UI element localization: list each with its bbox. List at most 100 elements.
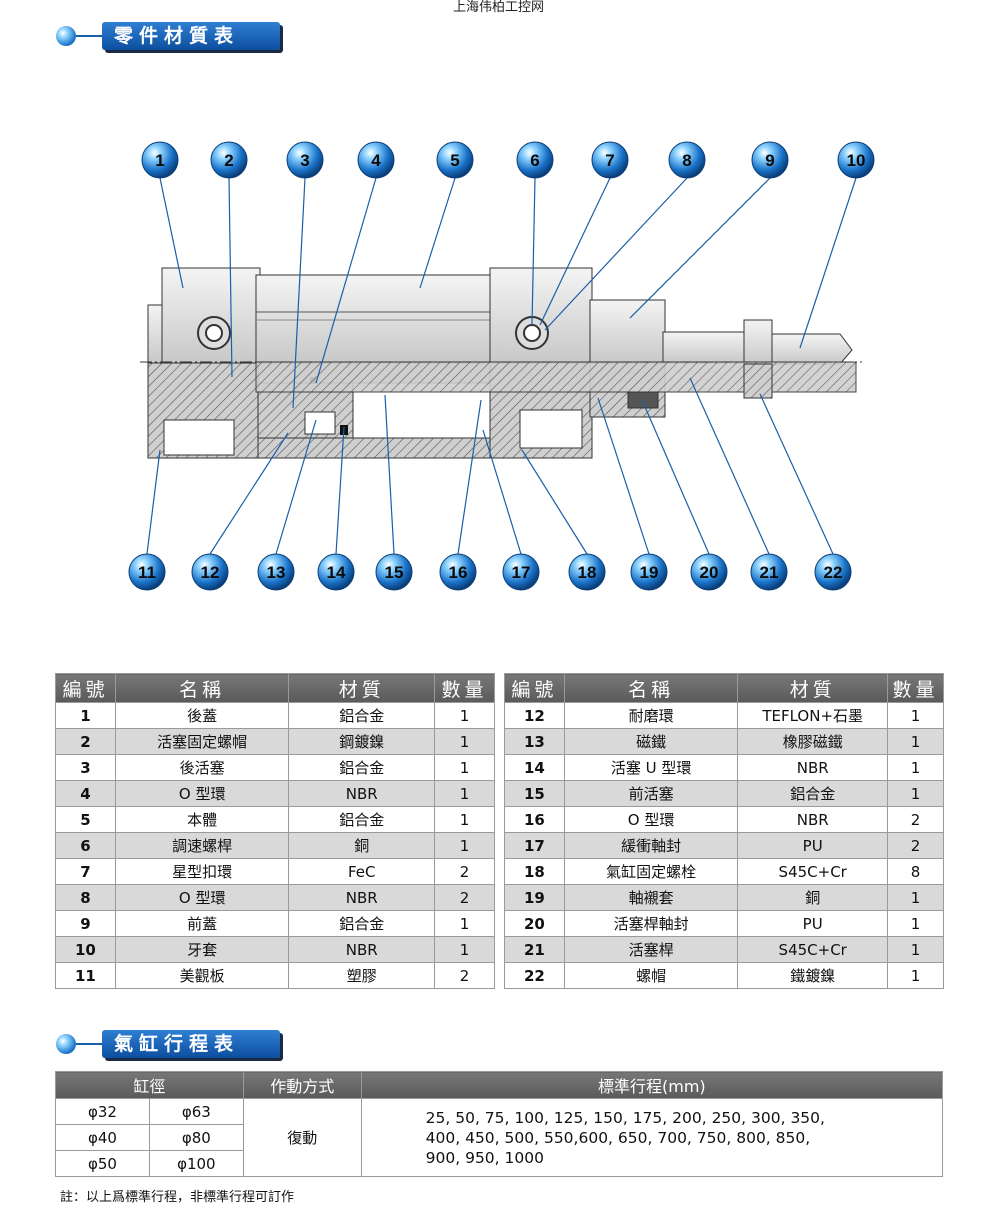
callout-18: 18 xyxy=(568,553,606,591)
cell-no: 12 xyxy=(504,702,565,729)
cell-name: O 型環 xyxy=(114,780,290,807)
table-row: φ50 φ100 xyxy=(55,1150,943,1177)
cell-material: NBR xyxy=(288,936,436,963)
cell-qty: 2 xyxy=(434,858,495,885)
header-stroke: 標準行程(mm) xyxy=(360,1071,944,1099)
svg-text:10: 10 xyxy=(847,151,866,170)
cell-name: O 型環 xyxy=(114,884,290,911)
header-qty: 數量 xyxy=(434,673,495,703)
svg-text:15: 15 xyxy=(385,563,404,582)
bore-cell: φ50 xyxy=(55,1150,150,1177)
cell-material: NBR xyxy=(737,806,889,833)
cell-no: 3 xyxy=(55,754,116,781)
cell-name: 後活塞 xyxy=(114,754,290,781)
header-no: 編號 xyxy=(504,673,565,703)
cell-name: 緩衝軸封 xyxy=(563,832,739,859)
cell-name: 軸襯套 xyxy=(563,884,739,911)
bullet-icon xyxy=(56,1034,76,1054)
cell-qty: 1 xyxy=(434,702,495,729)
header-no: 編號 xyxy=(55,673,116,703)
header-line xyxy=(76,35,102,37)
callout-1: 1 xyxy=(141,141,179,179)
cell-name: 氣缸固定螺栓 xyxy=(563,858,739,885)
cell-name: 調速螺桿 xyxy=(114,832,290,859)
cell-material: NBR xyxy=(288,884,436,911)
svg-text:1: 1 xyxy=(155,151,164,170)
callout-4: 4 xyxy=(357,141,395,179)
svg-text:4: 4 xyxy=(371,151,381,170)
cell-name: 後蓋 xyxy=(114,702,290,729)
cell-qty: 1 xyxy=(434,936,495,963)
cell-material: S45C+Cr xyxy=(737,936,889,963)
cell-material: 塑膠 xyxy=(288,962,436,989)
cell-name: 螺帽 xyxy=(563,962,739,989)
action-cell: 復動 xyxy=(242,1098,362,1177)
callout-6: 6 xyxy=(516,141,554,179)
callout-21: 21 xyxy=(750,553,788,591)
stroke-line: 25, 50, 75, 100, 125, 150, 175, 200, 250… xyxy=(425,1108,825,1127)
callout-19: 19 xyxy=(630,553,668,591)
cell-qty: 1 xyxy=(434,806,495,833)
svg-text:11: 11 xyxy=(138,563,156,582)
cell-no: 15 xyxy=(504,780,565,807)
cell-material: 橡膠磁鐵 xyxy=(737,728,889,755)
svg-text:13: 13 xyxy=(267,563,286,582)
svg-text:16: 16 xyxy=(449,563,468,582)
cell-no: 21 xyxy=(504,936,565,963)
cell-no: 2 xyxy=(55,728,116,755)
bore-cell: φ63 xyxy=(148,1098,244,1125)
cell-name: 牙套 xyxy=(114,936,290,963)
cell-qty: 1 xyxy=(887,962,944,989)
stroke-line: 400, 450, 500, 550,600, 650, 700, 750, 8… xyxy=(425,1128,811,1147)
cell-material: 銅 xyxy=(288,832,436,859)
cell-no: 22 xyxy=(504,962,565,989)
callout-16: 16 xyxy=(439,553,477,591)
cell-material: TEFLON+石墨 xyxy=(737,702,889,729)
brand-watermark: 上海伟柏工控网 xyxy=(452,0,544,15)
cell-qty: 2 xyxy=(434,962,495,989)
table-header-row: 編號 名稱 材質 數量 xyxy=(55,673,495,703)
cell-name: 活塞 U 型環 xyxy=(563,754,739,781)
table-header-row: 缸徑 作動方式 標準行程(mm) xyxy=(55,1071,944,1099)
section-title-parts: 零件材質表 xyxy=(102,22,280,50)
cell-name: O 型環 xyxy=(563,806,739,833)
callout-22: 22 xyxy=(814,553,852,591)
stroke-table: 缸徑 作動方式 標準行程(mm) φ32 φ63 復動 25, 50, 75, … xyxy=(55,1071,944,1177)
cell-no: 20 xyxy=(504,910,565,937)
cell-material: 鐵鍍鎳 xyxy=(737,962,889,989)
footnote: 註：以上爲標準行程，非標準行程可訂作 xyxy=(60,1190,295,1205)
cell-no: 16 xyxy=(504,806,565,833)
cell-no: 19 xyxy=(504,884,565,911)
svg-text:7: 7 xyxy=(605,151,614,170)
cell-material: 鋁合金 xyxy=(737,780,889,807)
bore-cell: φ100 xyxy=(148,1150,244,1177)
cell-material: 鋁合金 xyxy=(288,910,436,937)
cell-qty: 2 xyxy=(887,806,944,833)
cell-qty: 1 xyxy=(887,702,944,729)
callout-2: 2 xyxy=(210,141,248,179)
section-title-stroke: 氣缸行程表 xyxy=(102,1030,280,1058)
svg-text:19: 19 xyxy=(640,563,659,582)
callout-17: 17 xyxy=(502,553,540,591)
cell-material: 鋁合金 xyxy=(288,702,436,729)
cell-name: 前活塞 xyxy=(563,780,739,807)
callout-20: 20 xyxy=(690,553,728,591)
header-material: 材質 xyxy=(737,673,889,703)
callout-12: 12 xyxy=(191,553,229,591)
cell-qty: 1 xyxy=(887,884,944,911)
cell-name: 本體 xyxy=(114,806,290,833)
cell-no: 5 xyxy=(55,806,116,833)
cell-name: 美觀板 xyxy=(114,962,290,989)
